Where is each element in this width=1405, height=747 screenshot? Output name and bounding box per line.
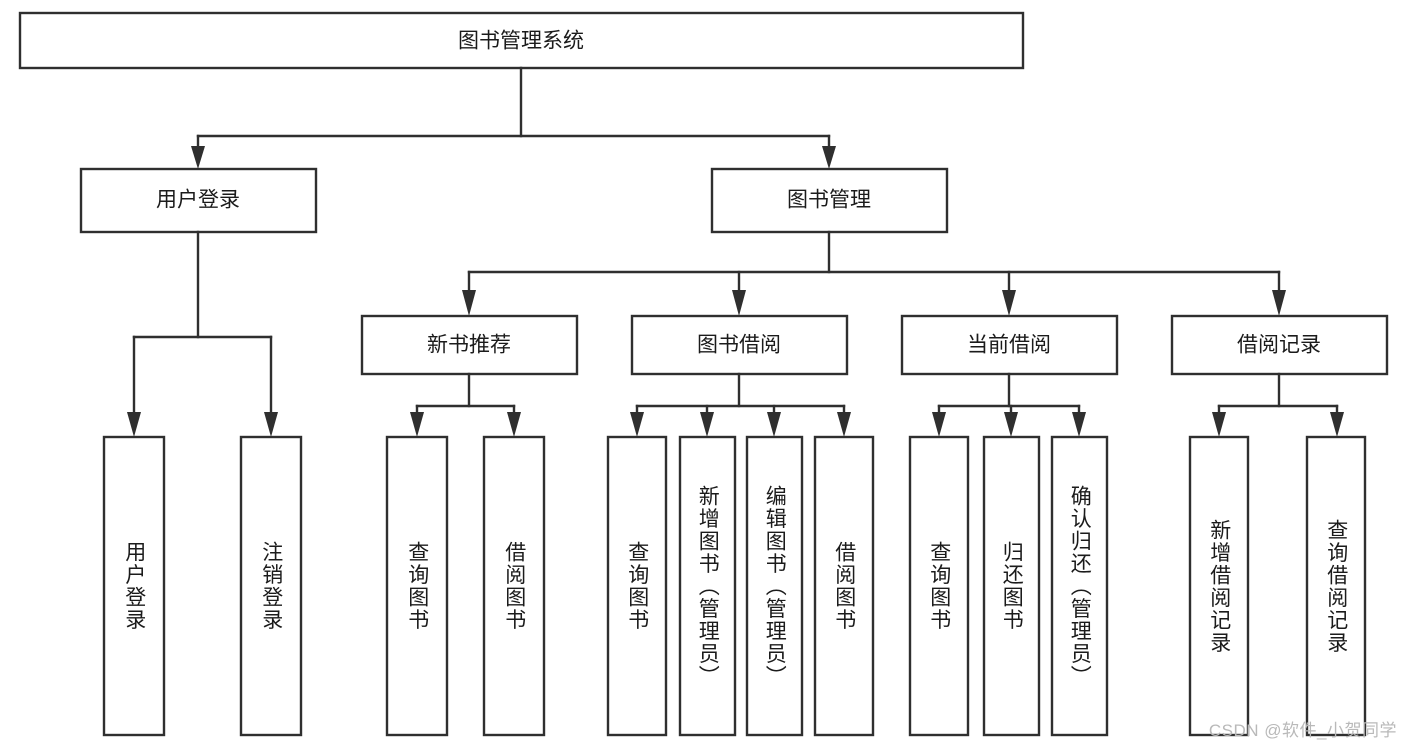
- arrow-to-user-login: [191, 146, 205, 169]
- arrow-leaf-8: [1004, 412, 1018, 437]
- arrow-to-book-mgmt: [822, 146, 836, 169]
- node-current-borrow-box[interactable]: [900, 314, 1119, 376]
- node-book-management-label: 图书管理: [787, 189, 871, 212]
- node-user-login-label: 用户登录: [156, 189, 240, 212]
- arrow-to-borrow: [732, 290, 746, 316]
- arrow-to-new-book: [462, 290, 476, 316]
- node-book-borrow[interactable]: 图书借阅: [630, 314, 849, 376]
- node-user-login-box[interactable]: [79, 167, 318, 234]
- leaf-query-book-current-box[interactable]: [908, 435, 970, 737]
- node-new-book-recommend-box[interactable]: [360, 314, 579, 376]
- arrow-leaf-6: [837, 412, 851, 437]
- arrow-leaf-1: [410, 412, 424, 437]
- arrow-leaf-10: [1212, 412, 1226, 437]
- node-root-label: 图书管理系统: [458, 30, 584, 53]
- leaf-confirm-return-admin-box[interactable]: [1050, 435, 1109, 737]
- arrow-leaf-5: [767, 412, 781, 437]
- arrow-leaf-9: [1072, 412, 1086, 437]
- watermark-text: CSDN @软件_小贺同学: [1208, 721, 1397, 740]
- leaf-query-record-box[interactable]: [1305, 435, 1367, 737]
- leaf-borrow-book-new-box[interactable]: [482, 435, 546, 737]
- arrow-leaf-3: [630, 412, 644, 437]
- leaf-add-book-admin-box[interactable]: [678, 435, 737, 737]
- node-current-borrow[interactable]: 当前借阅: [900, 314, 1119, 376]
- node-user-login[interactable]: 用户登录: [79, 167, 318, 234]
- arrow-to-leaf-logout: [264, 412, 278, 437]
- arrow-leaf-7: [932, 412, 946, 437]
- connector-borrow-record-to-leaves: [1212, 372, 1344, 437]
- leaf-query-book-new-box[interactable]: [385, 435, 449, 737]
- arrow-leaf-11: [1330, 412, 1344, 437]
- connector-root-to-level2: [191, 66, 836, 169]
- arrow-to-record: [1272, 290, 1286, 316]
- leaf-add-record-box[interactable]: [1188, 435, 1250, 737]
- node-borrow-record-label: 借阅记录: [1237, 334, 1321, 357]
- arrow-to-current: [1002, 290, 1016, 316]
- node-book-management[interactable]: 图书管理: [710, 167, 949, 234]
- leaf-user-login-box[interactable]: [102, 435, 166, 737]
- leaf-query-book-borrow-box[interactable]: [606, 435, 668, 737]
- connector-book-borrow-to-leaves: [630, 372, 851, 437]
- connector-new-book-to-leaves: [410, 372, 521, 437]
- node-book-borrow-label: 图书借阅: [697, 334, 781, 357]
- node-current-borrow-label: 当前借阅: [967, 334, 1051, 357]
- arrow-leaf-4: [700, 412, 714, 437]
- arrow-leaf-2: [507, 412, 521, 437]
- leaf-edit-book-admin-box[interactable]: [745, 435, 804, 737]
- node-new-book-recommend[interactable]: 新书推荐: [360, 314, 579, 376]
- leaf-box-group: [102, 435, 1367, 737]
- connector-current-borrow-to-leaves: [932, 372, 1086, 437]
- node-root-box[interactable]: [18, 11, 1025, 70]
- leaf-logout-box[interactable]: [239, 435, 303, 737]
- node-root[interactable]: 图书管理系统: [18, 11, 1025, 70]
- arrow-to-leaf-user-login: [127, 412, 141, 437]
- node-borrow-record[interactable]: 借阅记录: [1170, 314, 1389, 376]
- leaf-borrow-book-borrow-box[interactable]: [813, 435, 875, 737]
- node-new-book-recommend-label: 新书推荐: [427, 334, 511, 357]
- connector-book-management-to-level3: [462, 230, 1286, 316]
- connector-user-login-to-leaves: [127, 230, 278, 437]
- leaf-return-book-box[interactable]: [982, 435, 1041, 737]
